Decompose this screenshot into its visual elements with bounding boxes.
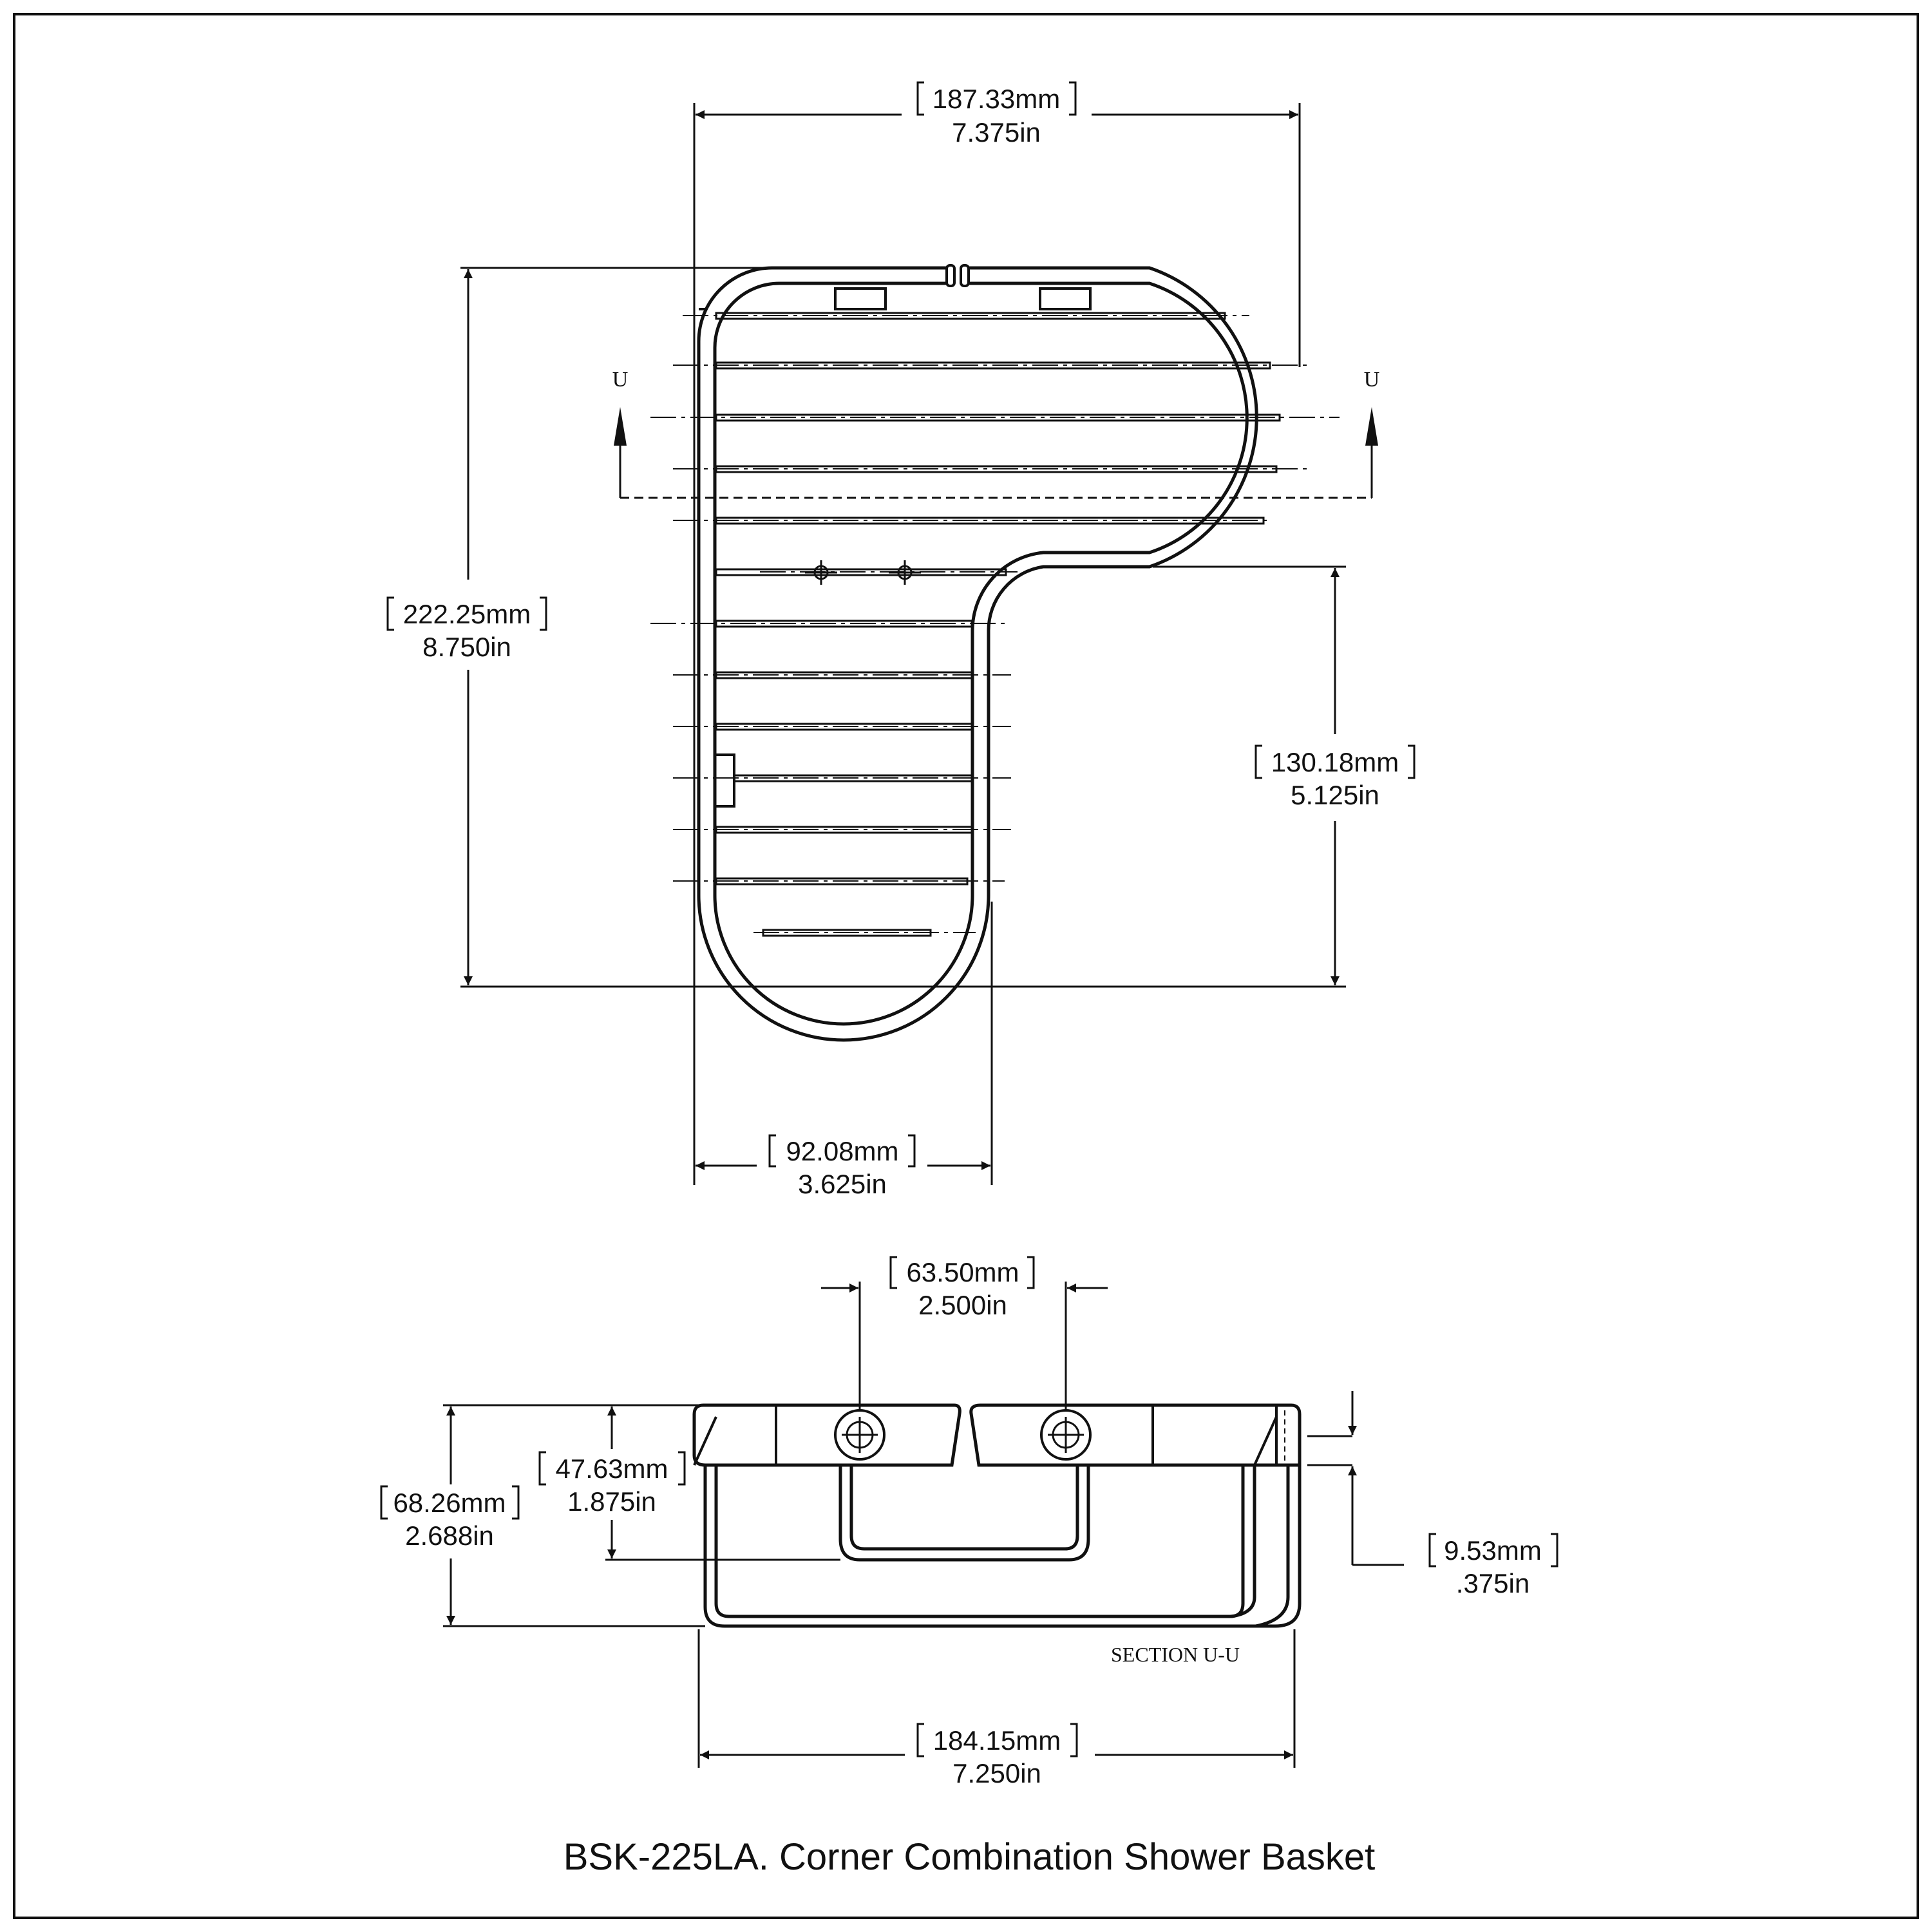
dim-hole-spacing-in: 2.500in <box>918 1290 1007 1320</box>
dim-bottom-width: 92.08mm 3.625in <box>696 1134 990 1199</box>
dim-section-height-in: 2.688in <box>405 1520 494 1551</box>
section-caption: SECTION U-U <box>1111 1643 1240 1666</box>
dim-right-height: 130.18mm 5.125in <box>1255 568 1416 985</box>
dim-overall-height-mm: 222.25mm <box>403 599 531 629</box>
dim-top-width-in: 7.375in <box>952 117 1041 147</box>
dim-top-width: 187.33mm 7.375in <box>696 81 1298 147</box>
dim-handle-height-in: 1.875in <box>567 1486 656 1517</box>
plan-view: U U 187.33mm 7.375in 222.25mm <box>386 81 1416 1199</box>
mount-hole <box>834 1409 1092 1461</box>
page-border <box>13 13 1919 1919</box>
dim-bottom-width-in: 3.625in <box>798 1169 887 1199</box>
dim-rail-height: 9.53mm .375in <box>1348 1391 1558 1598</box>
section-cut-line: U U <box>612 368 1380 499</box>
dim-top-width-mm: 187.33mm <box>933 84 1060 114</box>
dim-section-width-in: 7.250in <box>952 1758 1041 1788</box>
section-marker-left: U <box>612 368 629 392</box>
dim-right-height-in: 5.125in <box>1291 780 1379 810</box>
dim-overall-height-in: 8.750in <box>422 632 511 662</box>
dim-hole-spacing-mm: 63.50mm <box>906 1257 1019 1287</box>
dim-handle-height: 47.63mm 1.875in <box>538 1406 686 1558</box>
dim-bottom-width-mm: 92.08mm <box>786 1136 898 1166</box>
dim-section-width: 184.15mm 7.250in <box>700 1723 1293 1788</box>
dim-rail-height-mm: 9.53mm <box>1444 1535 1542 1566</box>
plan-slats <box>715 312 1281 937</box>
dim-right-height-mm: 130.18mm <box>1271 747 1399 777</box>
dim-section-height: 68.26mm 2.688in <box>380 1406 520 1625</box>
hole-marker <box>805 560 921 585</box>
section-view: 63.50mm 2.500in 68.26mm 2.688in 47.63mm … <box>380 1256 1558 1788</box>
dim-handle-height-mm: 47.63mm <box>555 1454 668 1484</box>
dim-section-height-mm: 68.26mm <box>393 1488 506 1518</box>
dim-section-width-mm: 184.15mm <box>933 1725 1061 1756</box>
dim-rail-height-in: .375in <box>1456 1568 1530 1598</box>
drawing-title: BSK-225LA. Corner Combination Shower Bas… <box>564 1836 1376 1878</box>
dim-overall-height: 222.25mm 8.750in <box>386 269 547 985</box>
dim-hole-spacing: 63.50mm 2.500in <box>821 1256 1108 1320</box>
section-marker-right: U <box>1364 368 1380 392</box>
